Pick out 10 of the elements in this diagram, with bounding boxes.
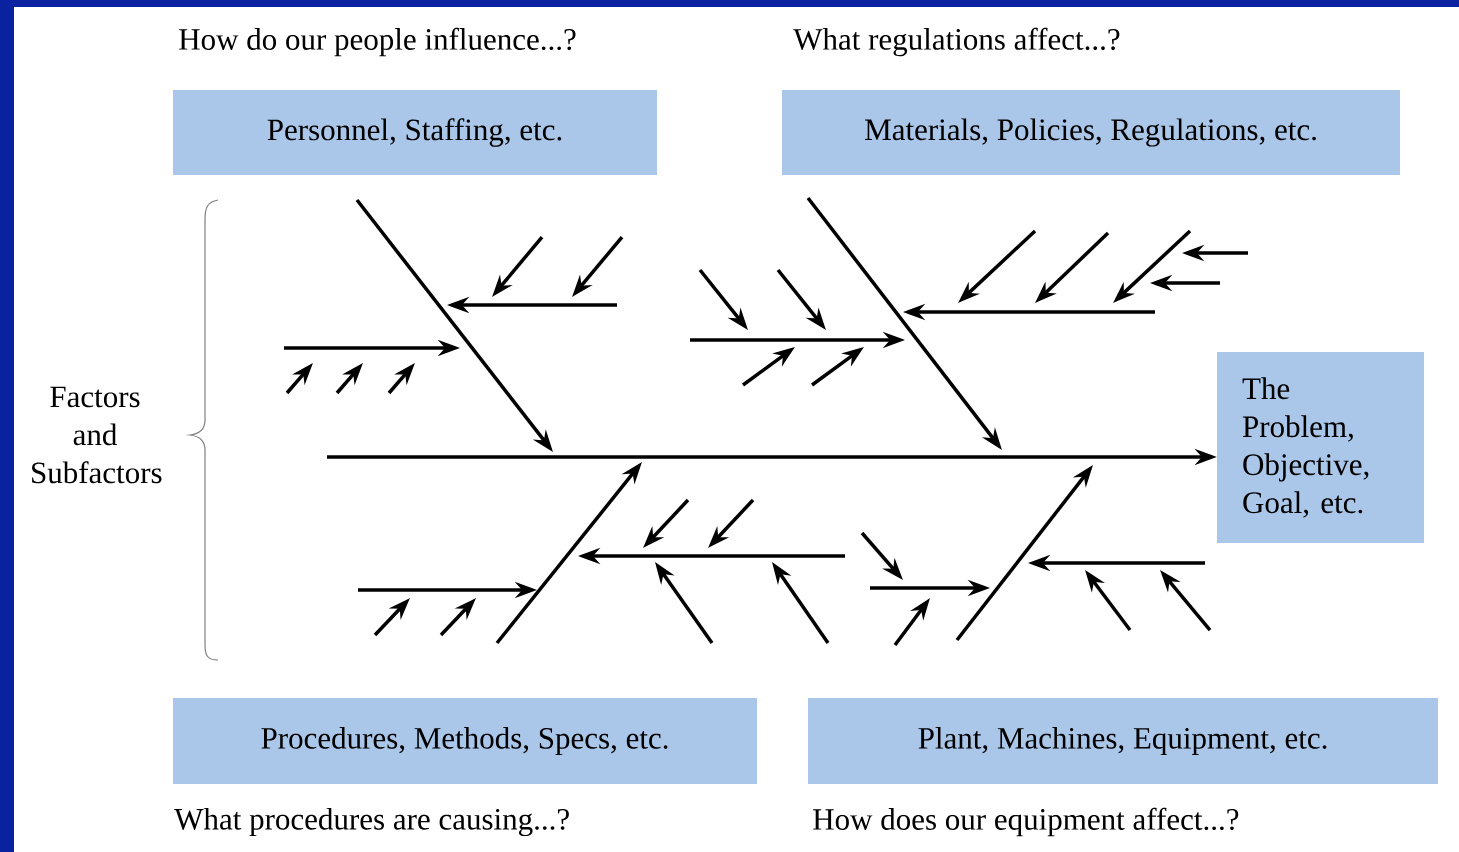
category-box: Materials, Policies, Regulations, etc.: [782, 90, 1400, 175]
question-text: How does our equipment affect...?: [813, 807, 1239, 837]
category-box: Personnel, Staffing, etc.: [173, 90, 657, 175]
category-box: Procedures, Methods, Specs, etc.: [173, 698, 757, 784]
question-text: How do our people influence...?: [179, 27, 576, 57]
question-text: What regulations affect...?: [793, 27, 1120, 57]
category-box: Plant, Machines, Equipment, etc.: [808, 698, 1438, 784]
side-label: Factors and Subfactors: [32, 386, 162, 484]
goal-box: The Problem, Objective, Goal, etc.: [1217, 352, 1424, 543]
question-text: What procedures are causing...?: [174, 807, 569, 837]
